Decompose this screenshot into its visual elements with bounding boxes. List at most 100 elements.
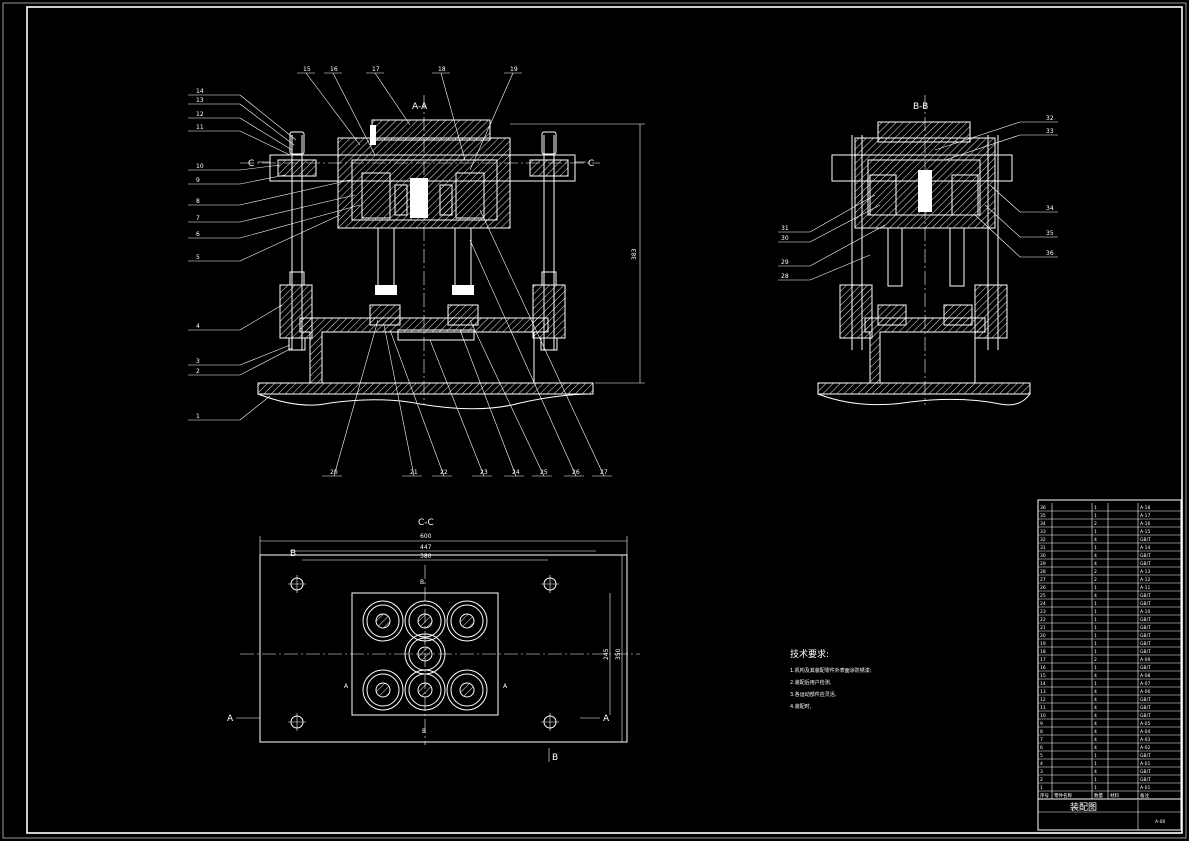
tb-cell: 1 bbox=[1094, 601, 1097, 607]
tb-cell: A-18 bbox=[1140, 505, 1150, 511]
tb-cell: A-14 bbox=[1140, 545, 1150, 551]
dim-cc-245: 245 bbox=[603, 648, 610, 660]
balloon-aa-bottom-27: 27 bbox=[600, 469, 608, 476]
marker-a-left: A bbox=[227, 714, 234, 724]
drawing-name: 装配图 bbox=[1070, 801, 1097, 813]
tb-cell: 19 bbox=[1040, 641, 1046, 647]
tb-header-cell: 备注 bbox=[1140, 792, 1149, 799]
balloon-bb-34: 34 bbox=[1046, 205, 1054, 212]
tb-cell: 12 bbox=[1040, 697, 1046, 703]
tech-requirements-title: 技术要求: bbox=[790, 648, 829, 660]
balloon-aa-bottom-20: 20 bbox=[330, 469, 338, 476]
balloon-bb-32: 32 bbox=[1046, 115, 1054, 122]
tb-cell: 21 bbox=[1040, 625, 1046, 631]
tb-cell: 1 bbox=[1094, 505, 1097, 511]
tb-cell: GB/T bbox=[1140, 593, 1151, 599]
tb-cell: A-01 bbox=[1140, 785, 1150, 791]
drawing-number: A-00 bbox=[1155, 819, 1165, 825]
balloon-bb-35: 35 bbox=[1046, 230, 1054, 237]
tb-cell: 1 bbox=[1094, 545, 1097, 551]
tb-cell: GB/T bbox=[1140, 697, 1151, 703]
tb-cell: A-02 bbox=[1140, 745, 1150, 751]
tb-cell: 33 bbox=[1040, 529, 1046, 535]
tb-cell: 13 bbox=[1040, 689, 1046, 695]
tb-header-cell: 零件名称 bbox=[1054, 792, 1072, 799]
balloon-aa-7: 7 bbox=[196, 215, 200, 222]
tb-cell: A-04 bbox=[1140, 729, 1150, 735]
balloon-aa-top-18: 18 bbox=[438, 66, 446, 73]
tb-cell: 31 bbox=[1040, 545, 1046, 551]
tb-cell: GB/T bbox=[1140, 713, 1151, 719]
tb-cell: 11 bbox=[1040, 705, 1046, 711]
tb-cell: GB/T bbox=[1140, 769, 1151, 775]
tb-cell: 1 bbox=[1094, 649, 1097, 655]
tb-cell: 1 bbox=[1094, 617, 1097, 623]
tb-cell: A-07 bbox=[1140, 681, 1150, 687]
tb-cell: 20 bbox=[1040, 633, 1046, 639]
tb-cell: 26 bbox=[1040, 585, 1046, 591]
tb-cell: A-09 bbox=[1140, 657, 1150, 663]
view-aa-title: A-A bbox=[412, 102, 428, 112]
tb-cell: 4 bbox=[1094, 721, 1097, 727]
tb-cell: 1 bbox=[1094, 625, 1097, 631]
view-bb-title: B-B bbox=[913, 102, 928, 112]
dim-cc-600: 600 bbox=[420, 533, 432, 540]
balloon-aa-5: 5 bbox=[196, 254, 200, 261]
tb-cell: A-01 bbox=[1140, 761, 1150, 767]
tb-cell: 23 bbox=[1040, 609, 1046, 615]
balloon-aa-bottom-23: 23 bbox=[480, 469, 488, 476]
corner-holes bbox=[288, 575, 559, 731]
tb-cell: GB/T bbox=[1140, 753, 1151, 759]
die-rings bbox=[362, 600, 488, 711]
tb-cell: 4 bbox=[1094, 697, 1097, 703]
tb-cell: 4 bbox=[1094, 593, 1097, 599]
tb-cell: 6 bbox=[1040, 745, 1043, 751]
tb-cell: 1 bbox=[1094, 585, 1097, 591]
dim-cc-447: 447 bbox=[420, 544, 432, 551]
balloon-aa-14: 14 bbox=[196, 88, 204, 95]
balloon-bb-36: 36 bbox=[1046, 250, 1054, 257]
tb-cell: 32 bbox=[1040, 537, 1046, 543]
tb-cell: 30 bbox=[1040, 553, 1046, 559]
tech-requirements: 技术要求: 1.机构及其装配零件外表面涂防锈漆;2.装配后用户检测,3.各运动部… bbox=[790, 648, 872, 710]
marker-a-inner-right: A bbox=[503, 683, 508, 690]
tb-cell: 2 bbox=[1094, 577, 1097, 583]
tb-cell: 5 bbox=[1040, 753, 1043, 759]
balloon-aa-bottom-24: 24 bbox=[512, 469, 520, 476]
balloon-aa-3: 3 bbox=[196, 358, 200, 365]
dim-aa-height: 383 bbox=[631, 248, 638, 260]
tb-cell: 2 bbox=[1040, 777, 1043, 783]
tech-item-2: 2.装配后用户检测, bbox=[790, 679, 832, 686]
tb-cell: 4 bbox=[1094, 561, 1097, 567]
tb-cell: 4 bbox=[1094, 689, 1097, 695]
tb-cell: A-16 bbox=[1140, 521, 1150, 527]
balloon-aa-bottom-21: 21 bbox=[410, 469, 418, 476]
tb-cell: 4 bbox=[1094, 537, 1097, 543]
tb-cell: GB/T bbox=[1140, 625, 1151, 631]
balloon-bb-29: 29 bbox=[781, 259, 789, 266]
tb-cell: A-03 bbox=[1140, 737, 1150, 743]
tb-cell: 2 bbox=[1094, 569, 1097, 575]
balloon-bb-33: 33 bbox=[1046, 128, 1054, 135]
tb-cell: 8 bbox=[1040, 729, 1043, 735]
tb-header-cell: 材料 bbox=[1110, 792, 1119, 799]
marker-c-right: C bbox=[588, 159, 594, 169]
tb-cell: 28 bbox=[1040, 569, 1046, 575]
balloon-aa-10: 10 bbox=[196, 163, 204, 170]
tb-cell: A-13 bbox=[1140, 569, 1150, 575]
tb-cell: 24 bbox=[1040, 601, 1046, 607]
balloon-aa-top-15: 15 bbox=[303, 66, 311, 73]
tb-cell: GB/T bbox=[1140, 537, 1151, 543]
tb-cell: 27 bbox=[1040, 577, 1046, 583]
tb-cell: 1 bbox=[1094, 513, 1097, 519]
balloon-bb-28: 28 bbox=[781, 273, 789, 280]
balloon-bb-30: 30 bbox=[781, 235, 789, 242]
tb-cell: 4 bbox=[1094, 713, 1097, 719]
tb-cell: 7 bbox=[1040, 737, 1043, 743]
tb-cell: 4 bbox=[1094, 745, 1097, 751]
marker-c-left: C bbox=[248, 159, 254, 169]
